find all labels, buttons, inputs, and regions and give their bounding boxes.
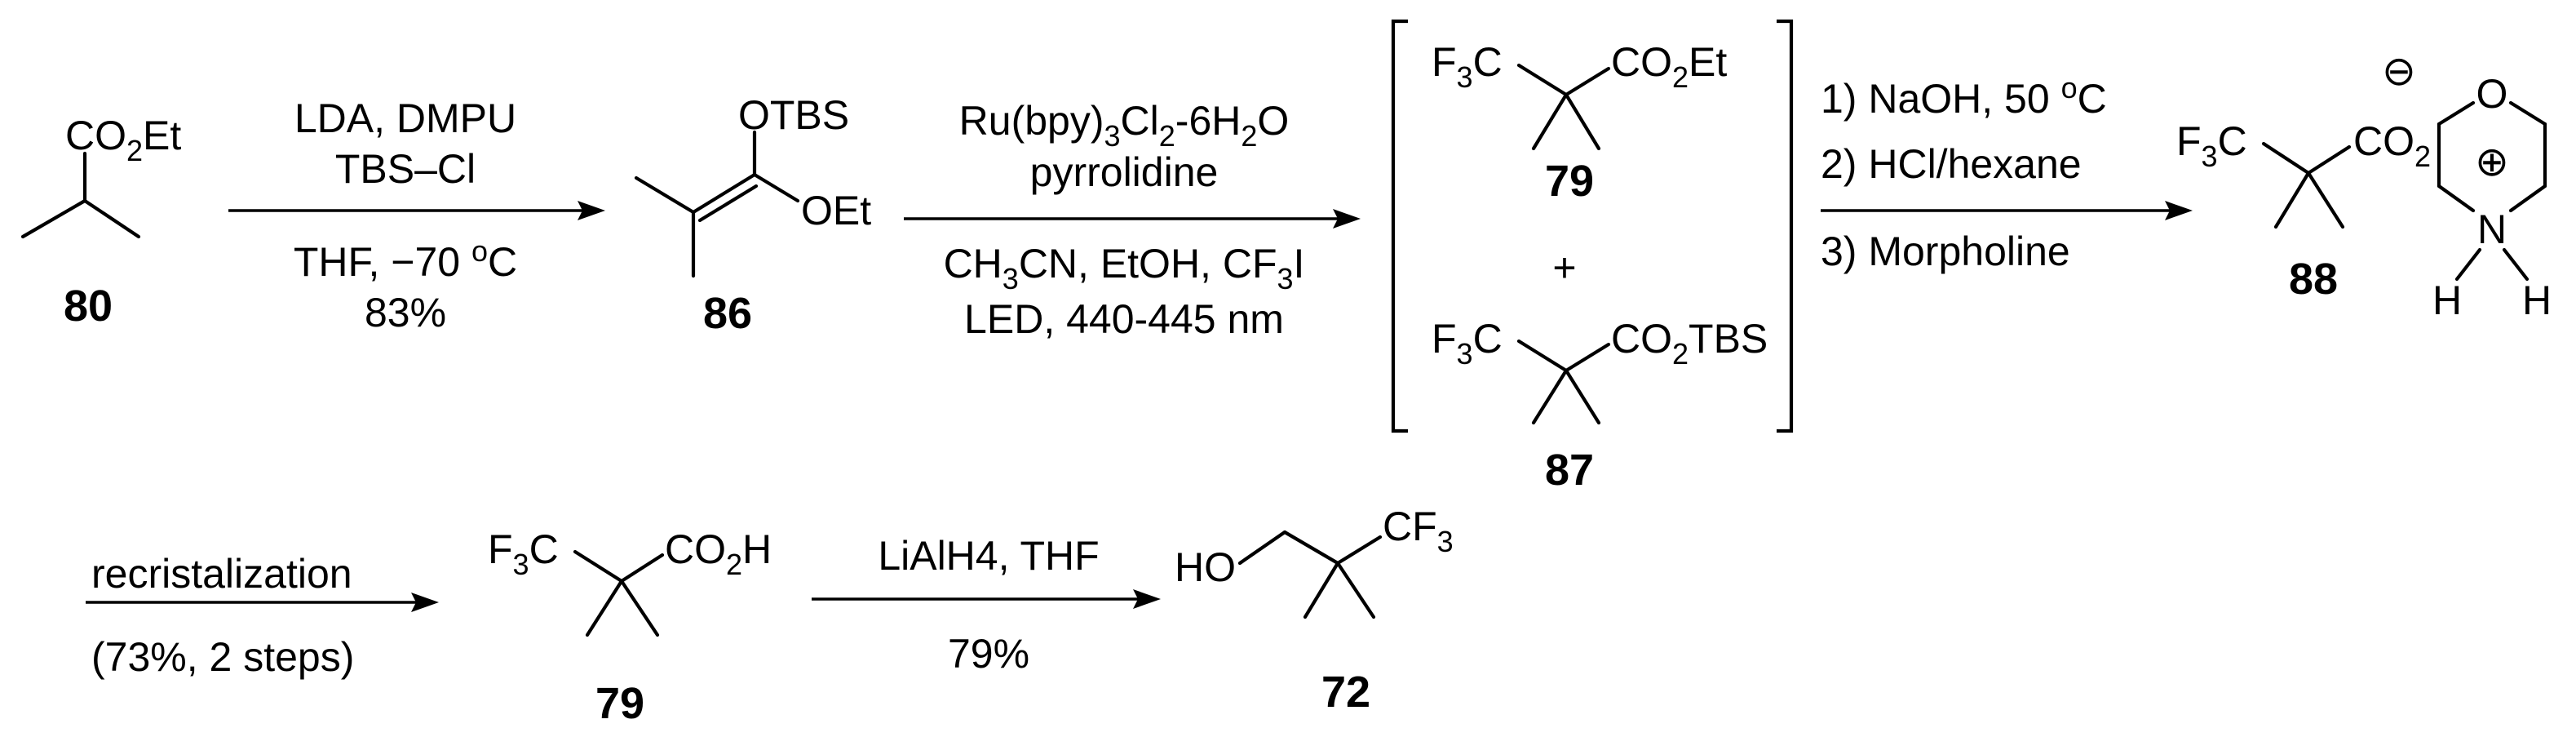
compound-72: HO CF3 72 [1175, 504, 1454, 717]
compound-80: CO2Et 80 [20, 113, 181, 331]
condition-step2-line2: LED, 440-445 nm [964, 296, 1284, 342]
reagent-step2-line2: pyrrolidine [1030, 149, 1219, 195]
reagent-step5: LiAlH4, THF [878, 533, 1099, 579]
condition-step1-line1: THF, −70 oC [294, 234, 517, 285]
reaction-arrow-5: LiAlH4, THF 79% [812, 533, 1161, 677]
condition-step2-line1: CH3CN, EtOH, CF3I [944, 241, 1305, 295]
reaction-arrow-3: 1) NaOH, 50 oC 2) HCl/hexane 3) Morpholi… [1821, 71, 2193, 274]
yield-step4: (73%, 2 steps) [91, 634, 354, 680]
ring-oxygen-label: O [2476, 71, 2508, 117]
compound-number-86: 86 [703, 289, 752, 338]
compound-number-79-ester: 79 [1545, 157, 1594, 206]
yield-step5: 79% [948, 631, 1029, 677]
reaction-arrow-2: Ru(bpy)3Cl2-6H2O pyrrolidine CH3CN, EtOH… [904, 98, 1361, 342]
compound-number-87: 87 [1545, 446, 1594, 495]
reaction-arrow-4: recristalization (73%, 2 steps) [86, 551, 439, 680]
cf3-label-79-acid: F3C [488, 526, 559, 581]
negative-charge-icon: ⊖ [2382, 48, 2416, 94]
cf3-label-88: F3C [2176, 118, 2247, 173]
oet-label-86: OEt [801, 188, 871, 233]
compound-number-79-acid: 79 [595, 679, 644, 728]
reagent-step2-line1: Ru(bpy)3Cl2-6H2O [959, 98, 1290, 153]
reagent-step3-line1: 1) NaOH, 50 oC [1821, 71, 2107, 122]
cf3-label-87: F3C [1432, 316, 1503, 371]
ammonium-hydrogen-2: H [2522, 277, 2552, 323]
acid-label-79: CO2H [665, 526, 772, 581]
otbs-label-86: OTBS [738, 92, 849, 138]
reagent-step1-line1: LDA, DMPU [294, 95, 516, 141]
ester-label-87: CO2TBS [1611, 316, 1768, 371]
reagent-step1-line2: TBS–Cl [335, 146, 476, 192]
yield-step1: 83% [365, 290, 446, 335]
cf3-label-79: F3C [1432, 39, 1503, 94]
compound-number-72: 72 [1321, 668, 1370, 717]
compound-88: F3C CO2 ⊖ O ⊕ N H H 88 [2176, 48, 2552, 323]
ester-label-80: CO2Et [65, 113, 181, 167]
reagent-step4: recristalization [91, 551, 352, 597]
reagent-step3-line2: 2) HCl/hexane [1821, 141, 2082, 187]
compound-79-ester: F3C CO2Et 79 [1432, 39, 1727, 206]
reagent-step3-line3: 3) Morpholine [1821, 229, 2070, 274]
compound-86: OTBS OEt 86 [634, 92, 871, 338]
compound-87: F3C CO2TBS 87 [1432, 316, 1768, 495]
ester-label-79: CO2Et [1611, 39, 1727, 94]
compound-number-88: 88 [2289, 255, 2338, 304]
ammonium-hydrogen-1: H [2432, 277, 2462, 323]
compound-79-acid: F3C CO2H 79 [488, 526, 772, 728]
ring-nitrogen-label: N [2477, 206, 2507, 252]
product-mixture-brackets [1391, 19, 1794, 433]
cf3-label-72: CF3 [1383, 504, 1454, 558]
compound-number-80: 80 [64, 282, 113, 331]
plus-sign: + [1552, 245, 1576, 291]
reaction-arrow-1: LDA, DMPU TBS–Cl THF, −70 oC 83% [228, 95, 605, 335]
positive-charge-icon: ⊕ [2475, 139, 2509, 184]
carboxylate-label-88: CO2 [2353, 118, 2431, 173]
hydroxyl-label-72: HO [1175, 544, 1236, 590]
